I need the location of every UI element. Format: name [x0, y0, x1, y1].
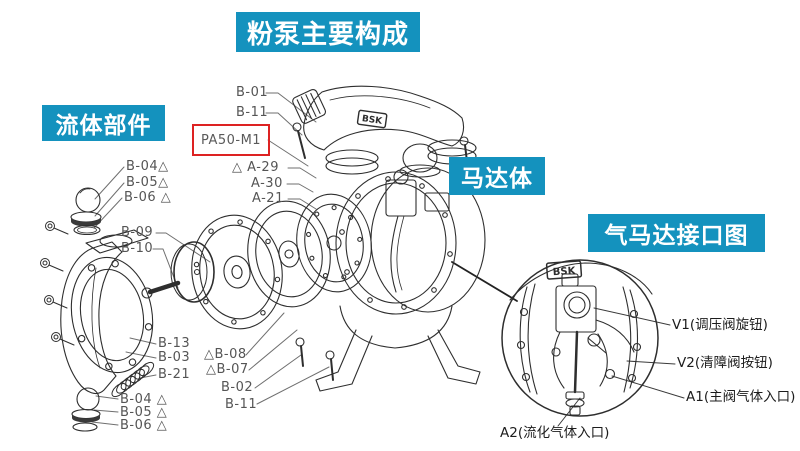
section-label-motor-body: 马达体	[449, 157, 545, 195]
model-number-highlight-box: PA50-M1	[192, 124, 270, 156]
part-label-b11-top: B-11	[236, 105, 269, 120]
part-label-b03: B-03	[158, 350, 191, 365]
motor-body	[295, 143, 486, 392]
part-label-b09: B-09	[121, 225, 154, 240]
bsk-badge-detail: BSK	[545, 260, 583, 280]
page-title: 粉泵主要构成	[236, 12, 420, 52]
part-label-b04-bottom: B-04 △	[120, 392, 168, 407]
section-label-fluid-parts: 流体部件	[42, 105, 165, 141]
part-label-b05-top: B-05△	[126, 175, 169, 190]
bsk-badge-elbow: BSK	[356, 109, 388, 129]
detail-pointer-line	[451, 261, 518, 302]
part-label-b13: B-13	[158, 336, 191, 351]
part-label-a29: △ A-29	[232, 160, 279, 175]
svg-text:BSK: BSK	[361, 114, 384, 127]
section-label-air-motor-interface: 气马达接口图	[588, 214, 765, 252]
part-label-a30: A-30	[251, 176, 283, 191]
svg-text:BSK: BSK	[552, 266, 577, 279]
part-label-b02: B-02	[221, 380, 254, 395]
part-label-b04-top: B-04△	[126, 159, 169, 174]
diaphragm-discs	[141, 193, 372, 330]
detail-label-v2: V2(清障阀按钮)	[677, 355, 773, 371]
part-label-b05-bottom: B-05 △	[120, 405, 168, 420]
part-label-a21: A-21	[252, 191, 284, 206]
model-number-label: PA50-M1	[200, 132, 262, 148]
part-label-b10: B-10	[121, 241, 154, 256]
detail-label-v1: V1(调压阀旋钮)	[672, 317, 768, 333]
part-label-b06-top: B-06 △	[124, 190, 172, 205]
part-label-b01: B-01	[236, 85, 269, 100]
detail-label-a2: A2(流化气体入口)	[500, 425, 610, 441]
part-label-b08: △B-08	[204, 347, 247, 362]
loose-bolts	[40, 221, 75, 346]
part-label-b07: △B-07	[206, 362, 249, 377]
air-motor-detail: BSK	[501, 259, 659, 417]
part-label-b11-bottom: B-11	[225, 397, 258, 412]
part-label-b21: B-21	[158, 367, 191, 382]
fluid-manifold-assembly	[40, 187, 155, 432]
detail-label-a1: A1(主阀气体入口)	[686, 389, 796, 405]
spring	[111, 361, 155, 398]
part-label-b06-bottom: B-06 △	[120, 418, 168, 433]
